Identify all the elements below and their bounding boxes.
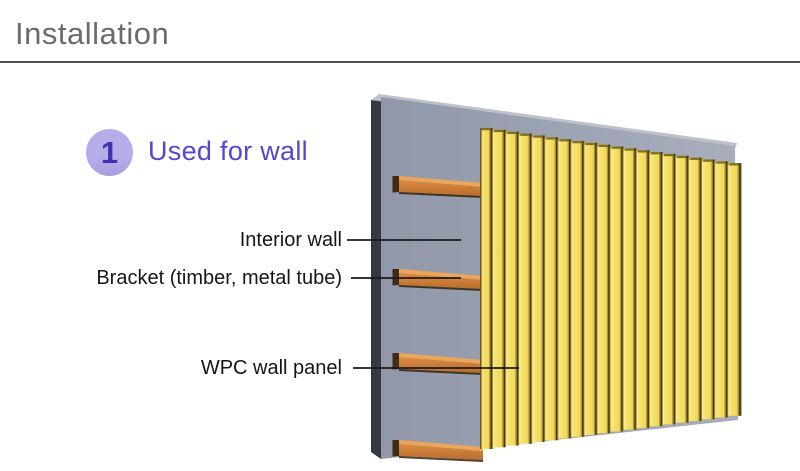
wpc-slat [519,133,533,444]
bracket-2 [392,269,483,291]
step-label: Used for wall [148,136,308,166]
wpc-slat [506,131,520,446]
wpc-slat [545,137,559,441]
wpc-slat [649,152,663,427]
bracket-3 [392,353,483,375]
wpc-slat [702,159,716,420]
wpc-slat [676,155,690,423]
bracket-4 [392,440,483,462]
wpc-slat [662,153,677,425]
page-title: Installation [15,16,170,51]
wpc-slat [623,148,637,430]
step-number: 1 [100,135,119,170]
wpc-slat [715,161,729,418]
wpc-slat [584,142,598,435]
wall-side-face [371,95,381,459]
brackets [392,176,483,462]
wpc-slat [558,139,572,439]
wpc-slat [532,135,546,442]
label-wpc-wall-panel: WPC wall panel [200,357,342,379]
wpc-slat [689,157,703,421]
title-divider [0,61,800,63]
bracket-1 [392,176,483,198]
wpc-slat [571,140,585,437]
wpc-slat [597,144,611,434]
step-one-badge: 1 [86,129,133,176]
label-bracket: Bracket (timber, metal tube) [96,267,342,289]
wpc-slat [493,129,507,448]
wpc-slat [636,150,650,428]
wpc-slat [728,163,742,416]
label-interior-wall: Interior wall [239,229,342,251]
wpc-slat [610,146,624,432]
wpc-slat [480,128,494,449]
wpc-wall-panel [480,128,742,449]
